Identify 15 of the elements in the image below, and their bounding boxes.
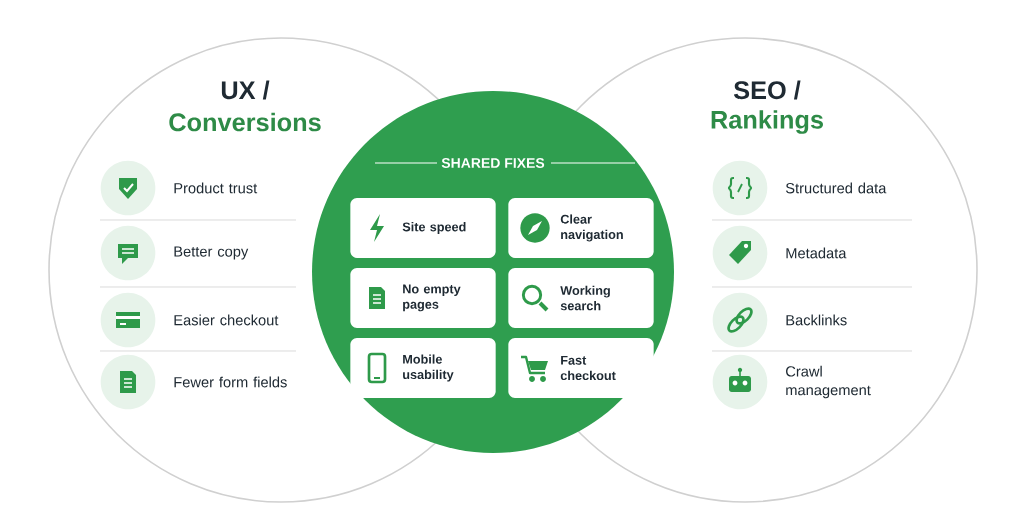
fix-card: Fast checkout xyxy=(508,338,654,398)
item-label: Crawl management xyxy=(786,365,871,399)
fix-card: Working search xyxy=(508,268,654,328)
fix-card: Clear navigation xyxy=(508,198,654,258)
item-label: Structured data xyxy=(785,182,887,194)
item-label: Fewer form fields xyxy=(174,376,287,388)
item-label: Easier checkout xyxy=(174,314,279,326)
item-label: Metadata xyxy=(786,247,847,259)
item-label: Product trust xyxy=(174,182,258,194)
node-label: Fast checkout xyxy=(560,355,616,381)
fix-card: No empty pages xyxy=(350,268,496,328)
fix-card: Site speed xyxy=(350,198,496,258)
item-label: Backlinks xyxy=(786,314,847,326)
fix-card: Mobile usability xyxy=(350,338,496,398)
item-label: Better copy xyxy=(174,246,249,260)
